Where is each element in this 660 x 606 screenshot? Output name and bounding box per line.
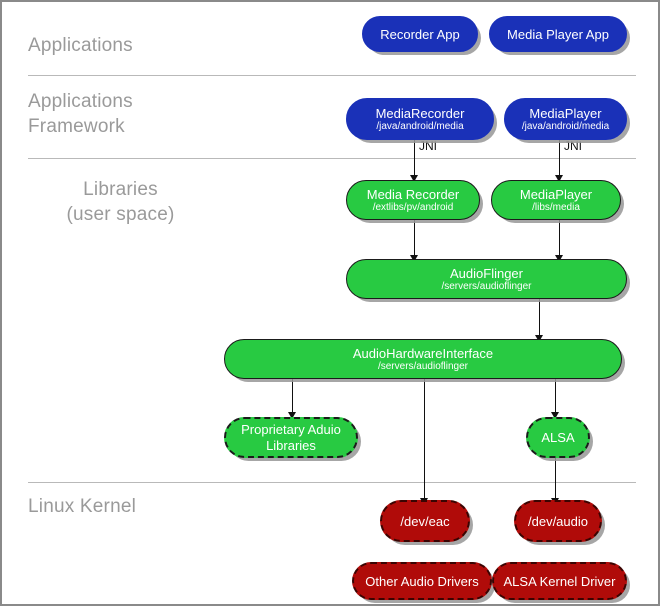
divider-framework (28, 158, 636, 159)
node-other-audio-drivers[interactable]: Other Audio Drivers (352, 562, 492, 600)
layer-label-libraries: Libraries (user space) (66, 179, 175, 225)
node-media-player-lib-title: MediaPlayer (519, 186, 593, 202)
arrowhead-audiohardwareinterface-proprietary (288, 412, 296, 419)
node-audiohardwareinterface-path: /servers/audioflinger (377, 360, 469, 372)
node-audioflinger-title: AudioFlinger (450, 265, 523, 281)
node-other-audio-drivers-title: Other Audio Drivers (365, 573, 479, 589)
connector-audioflinger-audiohardwareinterface (539, 299, 540, 337)
node-audiohardwareinterface-title: AudioHardwareInterface (352, 345, 494, 361)
connector-audiohardwareinterface-deveac (424, 379, 425, 501)
layer-label-applications: Applications (28, 35, 133, 56)
node-mediaplayer-framework-title: MediaPlayer (529, 105, 602, 121)
node-audioflinger-path: /servers/audioflinger (441, 280, 532, 292)
node-media-player-lib-path: /libs/media (532, 201, 580, 213)
arrowhead-audiohardwareinterface-alsa (551, 412, 559, 419)
node-alsa-kernel-driver[interactable]: ALSA Kernel Driver (492, 562, 627, 600)
label-jni-left: JNI (419, 139, 437, 153)
node-media-player-app-title: Media Player App (507, 26, 609, 42)
node-mediarecorder-framework[interactable]: MediaRecorder /java/android/media (346, 98, 494, 140)
node-dev-audio-title: /dev/audio (528, 513, 588, 529)
node-recorder-app-title: Recorder App (380, 26, 460, 42)
connector-mediaplayer-audioflinger (559, 220, 560, 257)
node-alsa-kernel-driver-title: ALSA Kernel Driver (503, 573, 616, 589)
node-proprietary-audio-libraries-title: Proprietary Aduio Libraries (241, 421, 341, 453)
node-alsa-title: ALSA (541, 430, 575, 445)
connector-mediarecorder-jni (414, 140, 415, 177)
connector-mediarecorder-audioflinger (414, 220, 415, 257)
node-mediarecorder-framework-path: /java/android/media (376, 120, 464, 132)
node-dev-eac-title: /dev/eac (400, 513, 450, 529)
node-proprietary-audio-libraries[interactable]: Proprietary Aduio Libraries (224, 417, 358, 458)
node-audioflinger[interactable]: AudioFlinger /servers/audioflinger (346, 259, 627, 299)
node-media-player-app[interactable]: Media Player App (489, 16, 627, 52)
connector-mediaplayer-jni (559, 140, 560, 177)
divider-kernel (28, 482, 636, 483)
arrowhead-mediaplayer-jni (555, 175, 563, 182)
node-media-player-lib[interactable]: MediaPlayer /libs/media (491, 180, 621, 220)
arrowhead-mediarecorder-jni (410, 175, 418, 182)
node-audiohardwareinterface[interactable]: AudioHardwareInterface /servers/audiofli… (224, 339, 622, 379)
node-recorder-app[interactable]: Recorder App (362, 16, 478, 52)
node-mediaplayer-framework-path: /java/android/media (521, 120, 610, 132)
layer-label-applications-framework: Applications Framework (28, 91, 133, 137)
connector-audiohardwareinterface-alsa (555, 379, 556, 415)
node-media-recorder-lib-title: Media Recorder (366, 186, 460, 202)
node-mediarecorder-framework-title: MediaRecorder (375, 105, 465, 121)
node-dev-audio[interactable]: /dev/audio (514, 500, 602, 542)
node-media-recorder-lib[interactable]: Media Recorder /extlibs/pv/android (346, 180, 480, 220)
connector-alsa-devaudio (555, 458, 556, 500)
connector-audiohardwareinterface-proprietary (292, 379, 293, 415)
label-jni-right: JNI (564, 139, 582, 153)
node-dev-eac[interactable]: /dev/eac (380, 500, 470, 542)
node-media-recorder-lib-path: /extlibs/pv/android (372, 201, 454, 213)
node-alsa[interactable]: ALSA (526, 417, 590, 458)
layer-label-linux-kernel: Linux Kernel (28, 496, 137, 517)
node-mediaplayer-framework[interactable]: MediaPlayer /java/android/media (504, 98, 627, 140)
divider-applications (28, 75, 636, 76)
